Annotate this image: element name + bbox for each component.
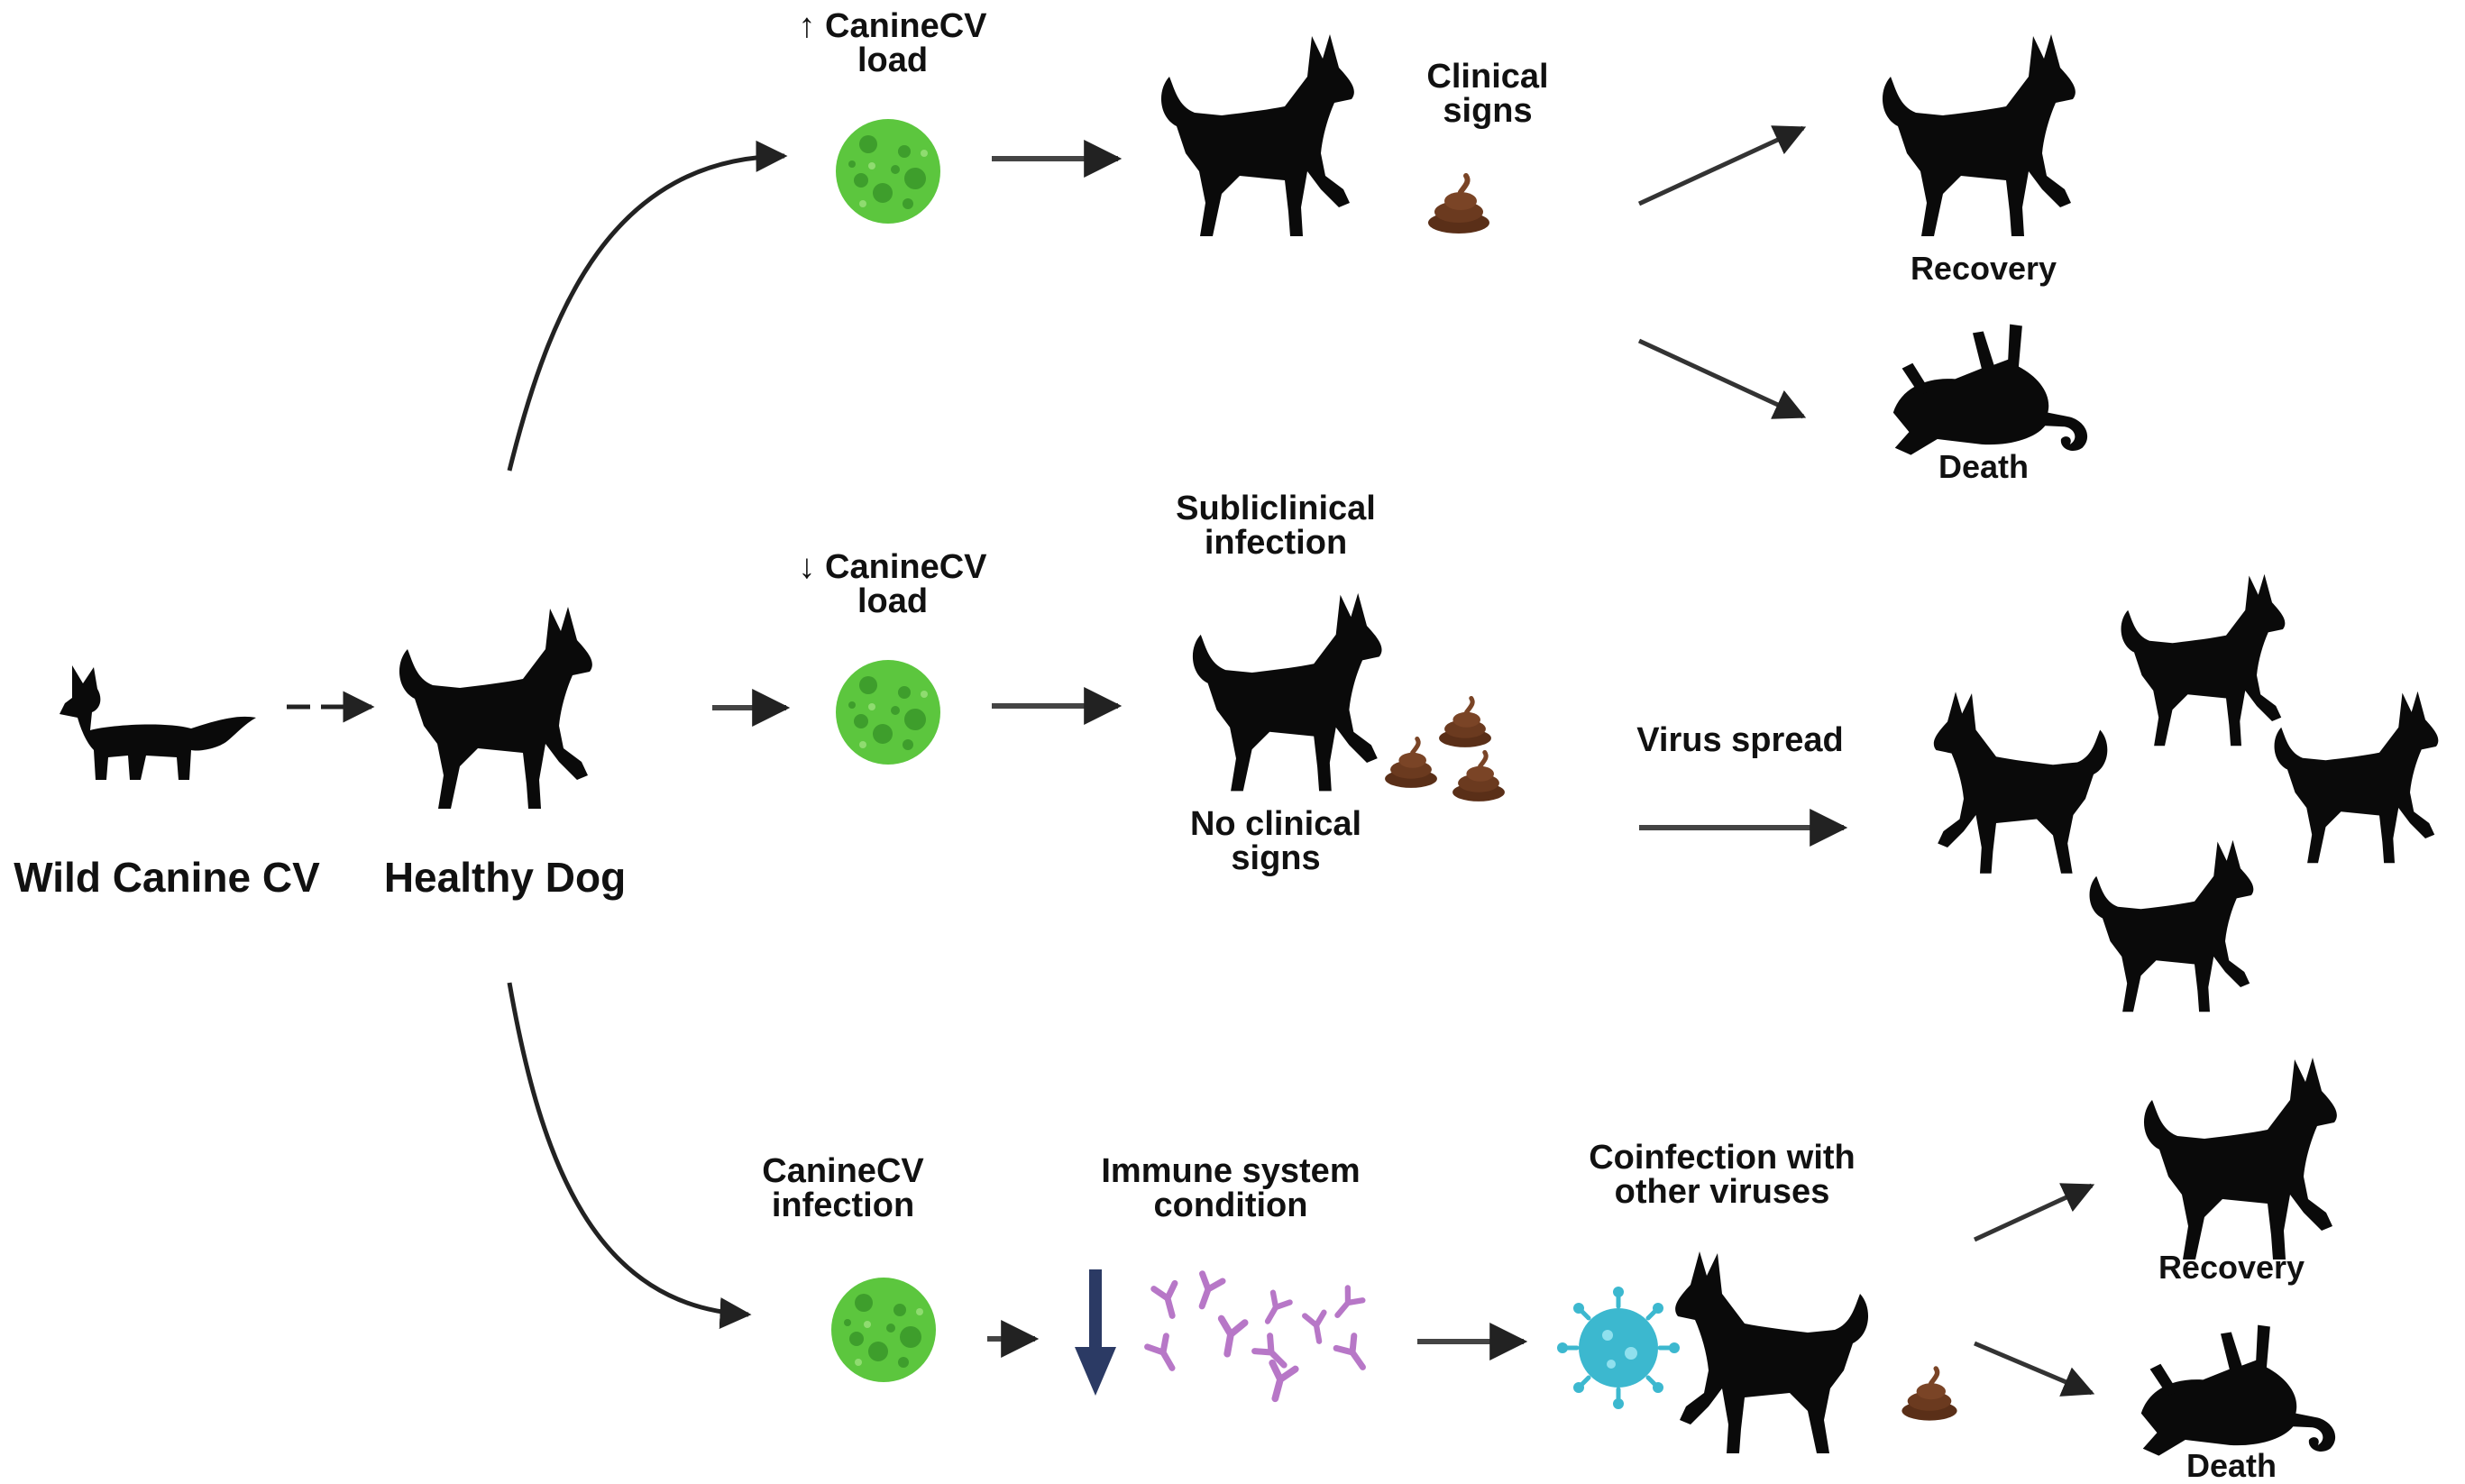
label-wild-canine-cv: Wild Canine CV bbox=[14, 854, 320, 901]
dog-icon bbox=[1882, 34, 2076, 236]
label-recovery-bottom: Recovery bbox=[2158, 1249, 2305, 1286]
feces-icon bbox=[1439, 699, 1491, 747]
dog-icon bbox=[2143, 1058, 2337, 1260]
label-no-clinical-signs: No clinical signs bbox=[1189, 805, 1362, 877]
dog-icon bbox=[2274, 691, 2439, 864]
feces-icon bbox=[1385, 739, 1437, 788]
dead-dog-icon bbox=[2140, 1324, 2336, 1456]
label-virus-spread: Virus spread bbox=[1636, 721, 1844, 759]
feces-icon bbox=[1901, 1369, 1956, 1421]
branch-arrow-top bbox=[507, 140, 788, 472]
dog-icon bbox=[1160, 34, 1354, 236]
label-top-load: ↑ CanineCV load bbox=[798, 7, 987, 79]
branch-arrow-bottom bbox=[507, 982, 752, 1329]
dog-icon bbox=[1675, 1251, 1869, 1453]
arrow bbox=[1974, 1341, 2095, 1397]
label-death-bottom: Death bbox=[2186, 1447, 2277, 1484]
label-subclinical: Subliclinical infection bbox=[1176, 490, 1376, 562]
down-arrow-icon bbox=[1075, 1269, 1116, 1396]
virus-icon bbox=[836, 119, 940, 224]
label-death-top: Death bbox=[1938, 448, 2030, 485]
label-mid-load: ↓ CanineCV load bbox=[798, 548, 987, 620]
coronavirus-icon bbox=[1557, 1287, 1680, 1409]
feces-icon bbox=[1428, 176, 1489, 234]
dead-dog-icon bbox=[1892, 324, 2088, 455]
arrow bbox=[1637, 125, 1807, 206]
virus-icon bbox=[831, 1278, 936, 1382]
fox-icon bbox=[60, 665, 256, 780]
arrow bbox=[1637, 338, 1807, 419]
arrow bbox=[1973, 1183, 2095, 1242]
label-healthy-dog: Healthy Dog bbox=[383, 854, 627, 901]
virus-icon bbox=[836, 660, 940, 765]
dog-icon bbox=[2121, 573, 2286, 747]
label-coinfection: Coinfection with other viruses bbox=[1589, 1139, 1856, 1211]
label-clinical-signs: Clinical signs bbox=[1426, 58, 1549, 130]
antibody-icon bbox=[1148, 1274, 1372, 1402]
label-immune-condition: Immune system condition bbox=[1101, 1152, 1361, 1224]
label-caninecv-infection: CanineCV infection bbox=[762, 1152, 924, 1224]
feces-icon bbox=[1452, 753, 1505, 802]
dog-icon bbox=[2089, 839, 2254, 1012]
label-recovery-top: Recovery bbox=[1910, 250, 2057, 287]
healthy-dog-icon bbox=[399, 607, 592, 809]
dog-icon bbox=[1192, 592, 1382, 792]
dog-icon bbox=[1933, 692, 2108, 874]
